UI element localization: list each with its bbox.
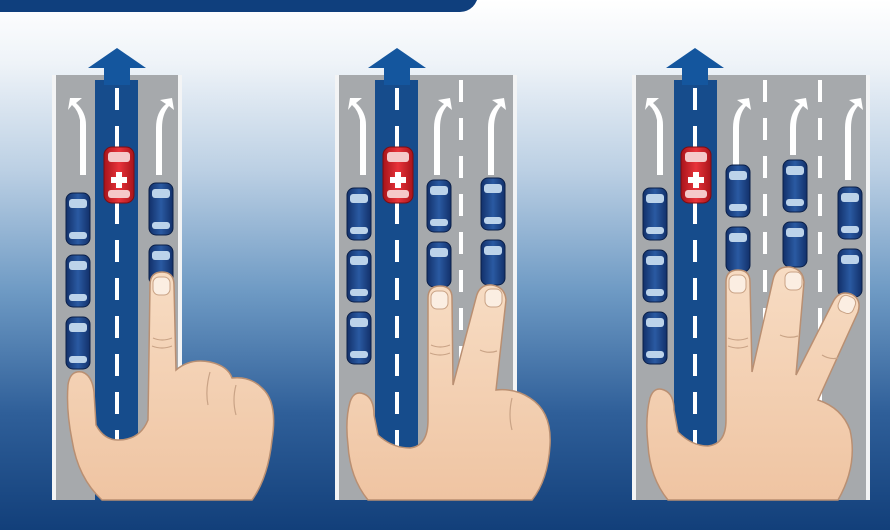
car-icon (838, 187, 862, 239)
car-icon (347, 188, 371, 240)
car-icon (149, 183, 173, 235)
panel-three-lanes (335, 48, 550, 500)
header-tab (0, 0, 478, 12)
ambulance-icon (104, 147, 134, 203)
panel-two-lanes (52, 48, 274, 500)
car-icon (643, 188, 667, 240)
car-icon (66, 317, 90, 369)
car-icon (66, 255, 90, 307)
ambulance-icon (681, 147, 711, 203)
car-icon (427, 242, 451, 287)
car-icon (347, 312, 371, 364)
car-icon (66, 193, 90, 245)
ambulance-icon (383, 147, 413, 203)
panel-four-lanes (632, 48, 870, 500)
car-icon (838, 249, 862, 297)
car-icon (726, 227, 750, 272)
car-icon (783, 160, 807, 212)
car-icon (481, 178, 505, 230)
car-icon (783, 222, 807, 267)
car-icon (643, 250, 667, 302)
car-icon (643, 312, 667, 364)
car-icon (726, 165, 750, 217)
car-icon (347, 250, 371, 302)
car-icon (427, 180, 451, 232)
car-icon (481, 240, 505, 285)
